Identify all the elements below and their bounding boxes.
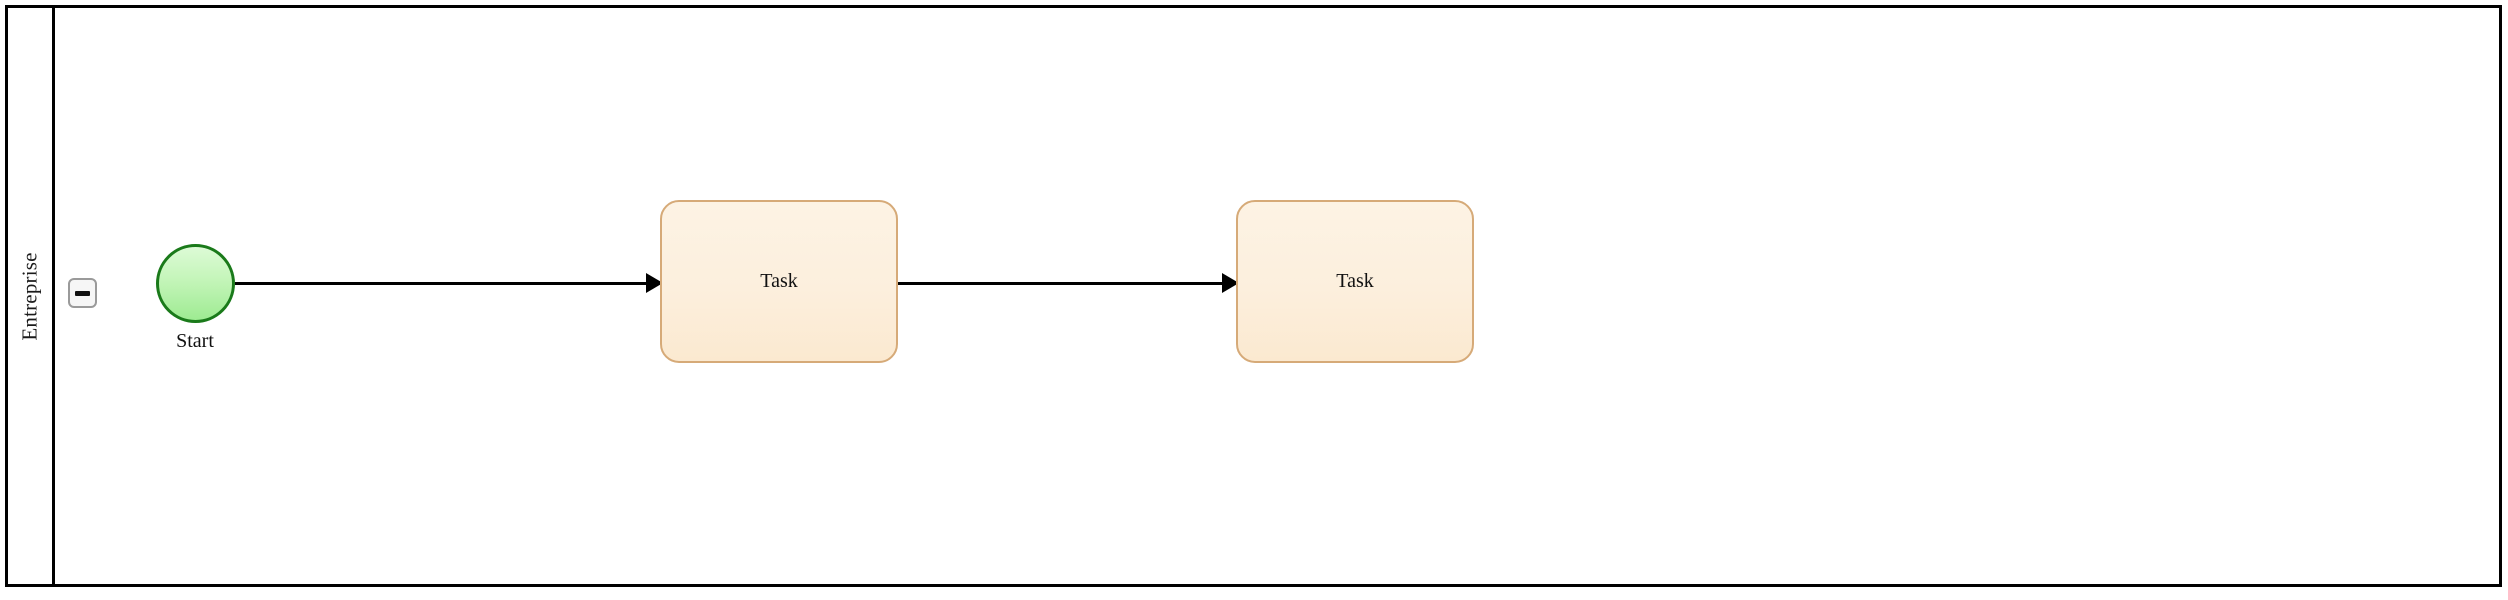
- arrowhead-icon-2: [1222, 273, 1239, 293]
- pool-collapse-button[interactable]: [68, 278, 97, 308]
- arrowhead-icon-1: [646, 273, 663, 293]
- pool-header-band[interactable]: Entreprise: [8, 8, 55, 584]
- task-label-1: Task: [760, 270, 798, 292]
- pool-name-label: Entreprise: [17, 251, 42, 341]
- task-label-2: Task: [1336, 270, 1374, 292]
- start-event-node[interactable]: [156, 244, 235, 323]
- sequence-flow-1[interactable]: [235, 282, 648, 285]
- task-node-1[interactable]: Task: [660, 200, 898, 363]
- pool-lane-body: Start Task Task: [55, 8, 2499, 584]
- task-node-2[interactable]: Task: [1236, 200, 1474, 363]
- pool-entreprise[interactable]: Entreprise Start Task Task: [5, 5, 2502, 587]
- start-event-label: Start: [176, 330, 214, 352]
- sequence-flow-2[interactable]: [898, 282, 1224, 285]
- minus-icon: [75, 290, 90, 296]
